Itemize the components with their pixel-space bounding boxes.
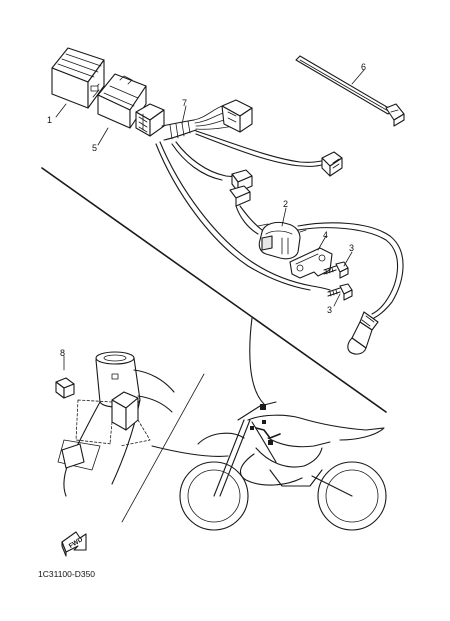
cdi-unit-part-1 (51, 47, 105, 109)
rubber-damper-part-8 (55, 377, 75, 399)
bolt-lower-part-3 (327, 283, 353, 301)
fwd-arrow-icon: FWD (61, 531, 87, 557)
callout-7: 7 (182, 98, 187, 108)
callout-3-upper: 3 (349, 243, 354, 253)
bracket-part-4 (289, 247, 333, 279)
cable-tie-part-6 (295, 55, 405, 127)
leader-lines (55, 69, 365, 371)
callout-5: 5 (92, 143, 97, 153)
callout-4: 4 (323, 230, 328, 240)
motorcycle-outline (179, 401, 387, 531)
wire-harness-part-7 (135, 99, 343, 291)
callout-1: 1 (47, 115, 52, 125)
harness-location-line (249, 317, 265, 405)
callout-2: 2 (283, 199, 288, 209)
callout-8: 8 (60, 348, 65, 358)
callout-3-lower: 3 (327, 305, 332, 315)
ignition-coil-part-2 (257, 221, 404, 355)
section-divider-line (41, 167, 387, 413)
inset-connector-line (151, 445, 229, 457)
diagram-code: 1C31100-D350 (38, 569, 95, 579)
callout-6: 6 (361, 62, 366, 72)
connector-holder-part-5 (97, 73, 147, 129)
handlebar-detail-inset (55, 351, 205, 523)
